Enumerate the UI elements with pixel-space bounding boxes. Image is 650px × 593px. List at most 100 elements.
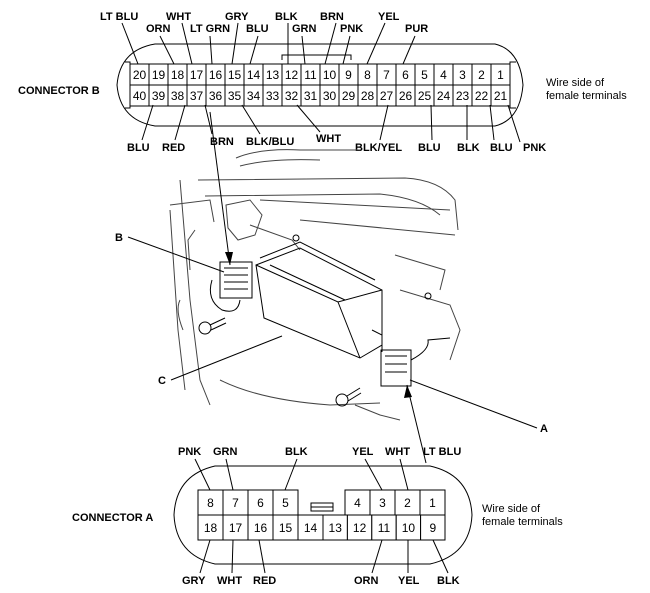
pin-cell-box: [247, 489, 274, 516]
pin-cell: 39: [148, 84, 169, 107]
wire-label: WHT: [166, 11, 191, 23]
pin-number: 30: [323, 89, 337, 103]
pin-number: 21: [494, 89, 508, 103]
pin-cell: 2: [394, 489, 421, 516]
wire-label: BLU: [246, 23, 269, 35]
wire-label: BLU: [127, 142, 150, 154]
wire-label: GRY: [225, 11, 249, 23]
wire-label: ORN: [354, 575, 379, 587]
control-unit: [255, 241, 383, 359]
wire-label: BLU: [418, 142, 441, 154]
wire-label: GRY: [182, 575, 206, 587]
pin-cell: 5: [414, 63, 435, 86]
pin-cell: 8: [357, 63, 378, 86]
pin-number: 12: [353, 521, 367, 535]
pin-cell: 6: [395, 63, 416, 86]
pin-cell-box: [371, 514, 397, 541]
wire-label: LT GRN: [190, 23, 230, 35]
pin-cell: 28: [357, 84, 378, 107]
pin-number: 36: [209, 89, 223, 103]
wire-label: GRN: [213, 446, 238, 458]
pin-number: 8: [207, 496, 214, 510]
pin-number: 13: [329, 521, 343, 535]
pin-number: 5: [282, 496, 289, 510]
pin-cell: 5: [272, 489, 299, 516]
pin-number: 1: [429, 496, 436, 510]
pin-number: 10: [402, 521, 416, 535]
pin-number: 29: [342, 89, 356, 103]
screw: [424, 292, 432, 300]
pin-number: 15: [279, 521, 293, 535]
wire-label: RED: [253, 575, 276, 587]
wire-label: BRN: [210, 136, 234, 148]
pin-number: 3: [379, 496, 386, 510]
pin-cell: 30: [319, 84, 340, 107]
pin-cell: 13: [322, 514, 348, 541]
pin-number: 22: [475, 89, 489, 103]
pin-cell: 16: [247, 514, 274, 541]
connector-b-left-key: [125, 61, 131, 109]
bolt: [335, 387, 362, 407]
pin-cell-box: [394, 489, 421, 516]
pin-number: 4: [440, 68, 447, 82]
pin-cell: 38: [167, 84, 188, 107]
pin-cell: 15: [272, 514, 299, 541]
connector-b-housing: [116, 43, 524, 127]
pin-cell: 9: [338, 63, 359, 86]
pin-cell: 7: [376, 63, 397, 86]
pin-number: 16: [254, 521, 268, 535]
pin-number: 3: [459, 68, 466, 82]
pin-cell-box: [222, 514, 249, 541]
connector-b-bottom-leaders: [141, 104, 521, 143]
connector-b-plug: [219, 261, 253, 299]
pin-number: 28: [361, 89, 375, 103]
pin-number: 14: [247, 68, 261, 82]
pin-number: 37: [190, 89, 204, 103]
pin-number: 12: [285, 68, 299, 82]
wire-label: BLK: [457, 142, 480, 154]
pin-cell: 12: [346, 514, 373, 541]
pin-number: 6: [402, 68, 409, 82]
pin-number: 16: [209, 68, 223, 82]
connector-b-note-1: Wire side of: [546, 77, 605, 89]
pin-number: 31: [304, 89, 318, 103]
pin-cell: 20: [129, 63, 150, 86]
pin-cell: 26: [395, 84, 416, 107]
pin-cell: 15: [224, 63, 245, 86]
pin-cell: 10: [395, 514, 422, 541]
wire-label: BLK: [285, 446, 308, 458]
pin-cell: 1: [419, 489, 446, 516]
pin-number: 4: [354, 496, 361, 510]
wire-label: LT BLU: [423, 446, 461, 458]
wire-label: RED: [162, 142, 185, 154]
wire-label: PUR: [405, 23, 428, 35]
pin-number: 20: [133, 68, 147, 82]
pin-cell: 4: [433, 63, 454, 86]
wire-label: BLK/YEL: [355, 142, 402, 154]
pin-cell: 3: [452, 63, 473, 86]
pin-cell-box: [490, 84, 511, 107]
pin-number: 18: [171, 68, 185, 82]
pin-cell: 4: [344, 489, 371, 516]
pin-number: 39: [152, 89, 166, 103]
connector-a-top-leaders: [194, 458, 409, 491]
pin-number: 10: [323, 68, 337, 82]
wire-label: BLK/BLU: [246, 136, 294, 148]
pin-cell: 33: [262, 84, 283, 107]
pin-cell: 9: [420, 514, 446, 541]
pin-cell: 24: [433, 84, 454, 107]
connector-a-housing: [173, 465, 473, 565]
pin-number: 18: [204, 521, 218, 535]
pin-number: 2: [404, 496, 411, 510]
pin-cell-box: [322, 514, 348, 541]
pin-cell: 6: [247, 489, 274, 516]
pin-number: 32: [285, 89, 299, 103]
pin-number: 35: [228, 89, 242, 103]
pin-cell: 32: [281, 84, 302, 107]
pin-cell: 13: [262, 63, 283, 86]
pin-number: 7: [232, 496, 239, 510]
wire-label: BLK: [275, 11, 298, 23]
